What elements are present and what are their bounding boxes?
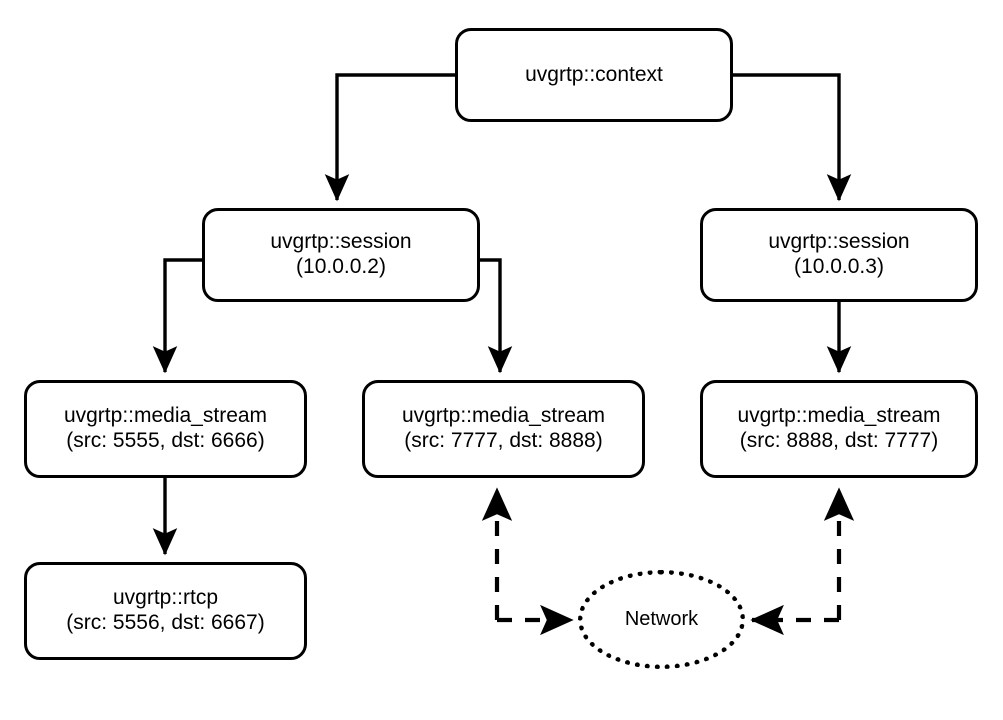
session-node-10-0-0-3[interactable]: uvgrtp::session (10.0.0.3) xyxy=(700,208,978,302)
context-node[interactable]: uvgrtp::context xyxy=(455,28,733,122)
media-stream-node-8888-7777[interactable]: uvgrtp::media_stream (src: 8888, dst: 77… xyxy=(700,380,978,478)
edge-session-1-to-media-stream-1 xyxy=(152,258,202,374)
edge-session-1-to-media-stream-2 xyxy=(480,258,513,374)
network-node[interactable]: Network xyxy=(578,570,745,669)
session-node-10-0-0-2[interactable]: uvgrtp::session (10.0.0.2) xyxy=(202,208,480,302)
edge-context-to-session-2 xyxy=(733,73,852,202)
media-stream-node-5555-6666-ports: (src: 5555, dst: 6666) xyxy=(66,429,265,452)
media-stream-node-7777-8888[interactable]: uvgrtp::media_stream (src: 7777, dst: 88… xyxy=(362,380,645,478)
media-stream-node-5555-6666[interactable]: uvgrtp::media_stream (src: 5555, dst: 66… xyxy=(24,380,307,478)
edge-context-to-session-1 xyxy=(324,73,455,202)
media-stream-node-7777-8888-title: uvgrtp::media_stream xyxy=(401,404,606,428)
rtcp-node-5556-6667-title: uvgrtp::rtcp xyxy=(112,586,219,610)
session-node-10-0-0-3-title: uvgrtp::session xyxy=(768,230,910,254)
network-node-label: Network xyxy=(624,608,699,630)
session-node-10-0-0-3-address: (10.0.0.3) xyxy=(794,255,884,278)
media-stream-node-7777-8888-ports: (src: 7777, dst: 8888) xyxy=(404,429,603,452)
rtcp-node-5556-6667[interactable]: uvgrtp::rtcp (src: 5556, dst: 6667) xyxy=(24,562,307,660)
rtcp-node-5556-6667-ports: (src: 5556, dst: 6667) xyxy=(66,611,265,634)
session-node-10-0-0-2-address: (10.0.0.2) xyxy=(296,255,386,278)
media-stream-node-8888-7777-ports: (src: 8888, dst: 7777) xyxy=(739,429,939,452)
media-stream-node-8888-7777-title: uvgrtp::media_stream xyxy=(737,404,941,428)
session-node-10-0-0-2-title: uvgrtp::session xyxy=(270,230,412,254)
media-stream-node-5555-6666-title: uvgrtp::media_stream xyxy=(63,404,268,428)
context-node-label: uvgrtp::context xyxy=(525,62,663,86)
